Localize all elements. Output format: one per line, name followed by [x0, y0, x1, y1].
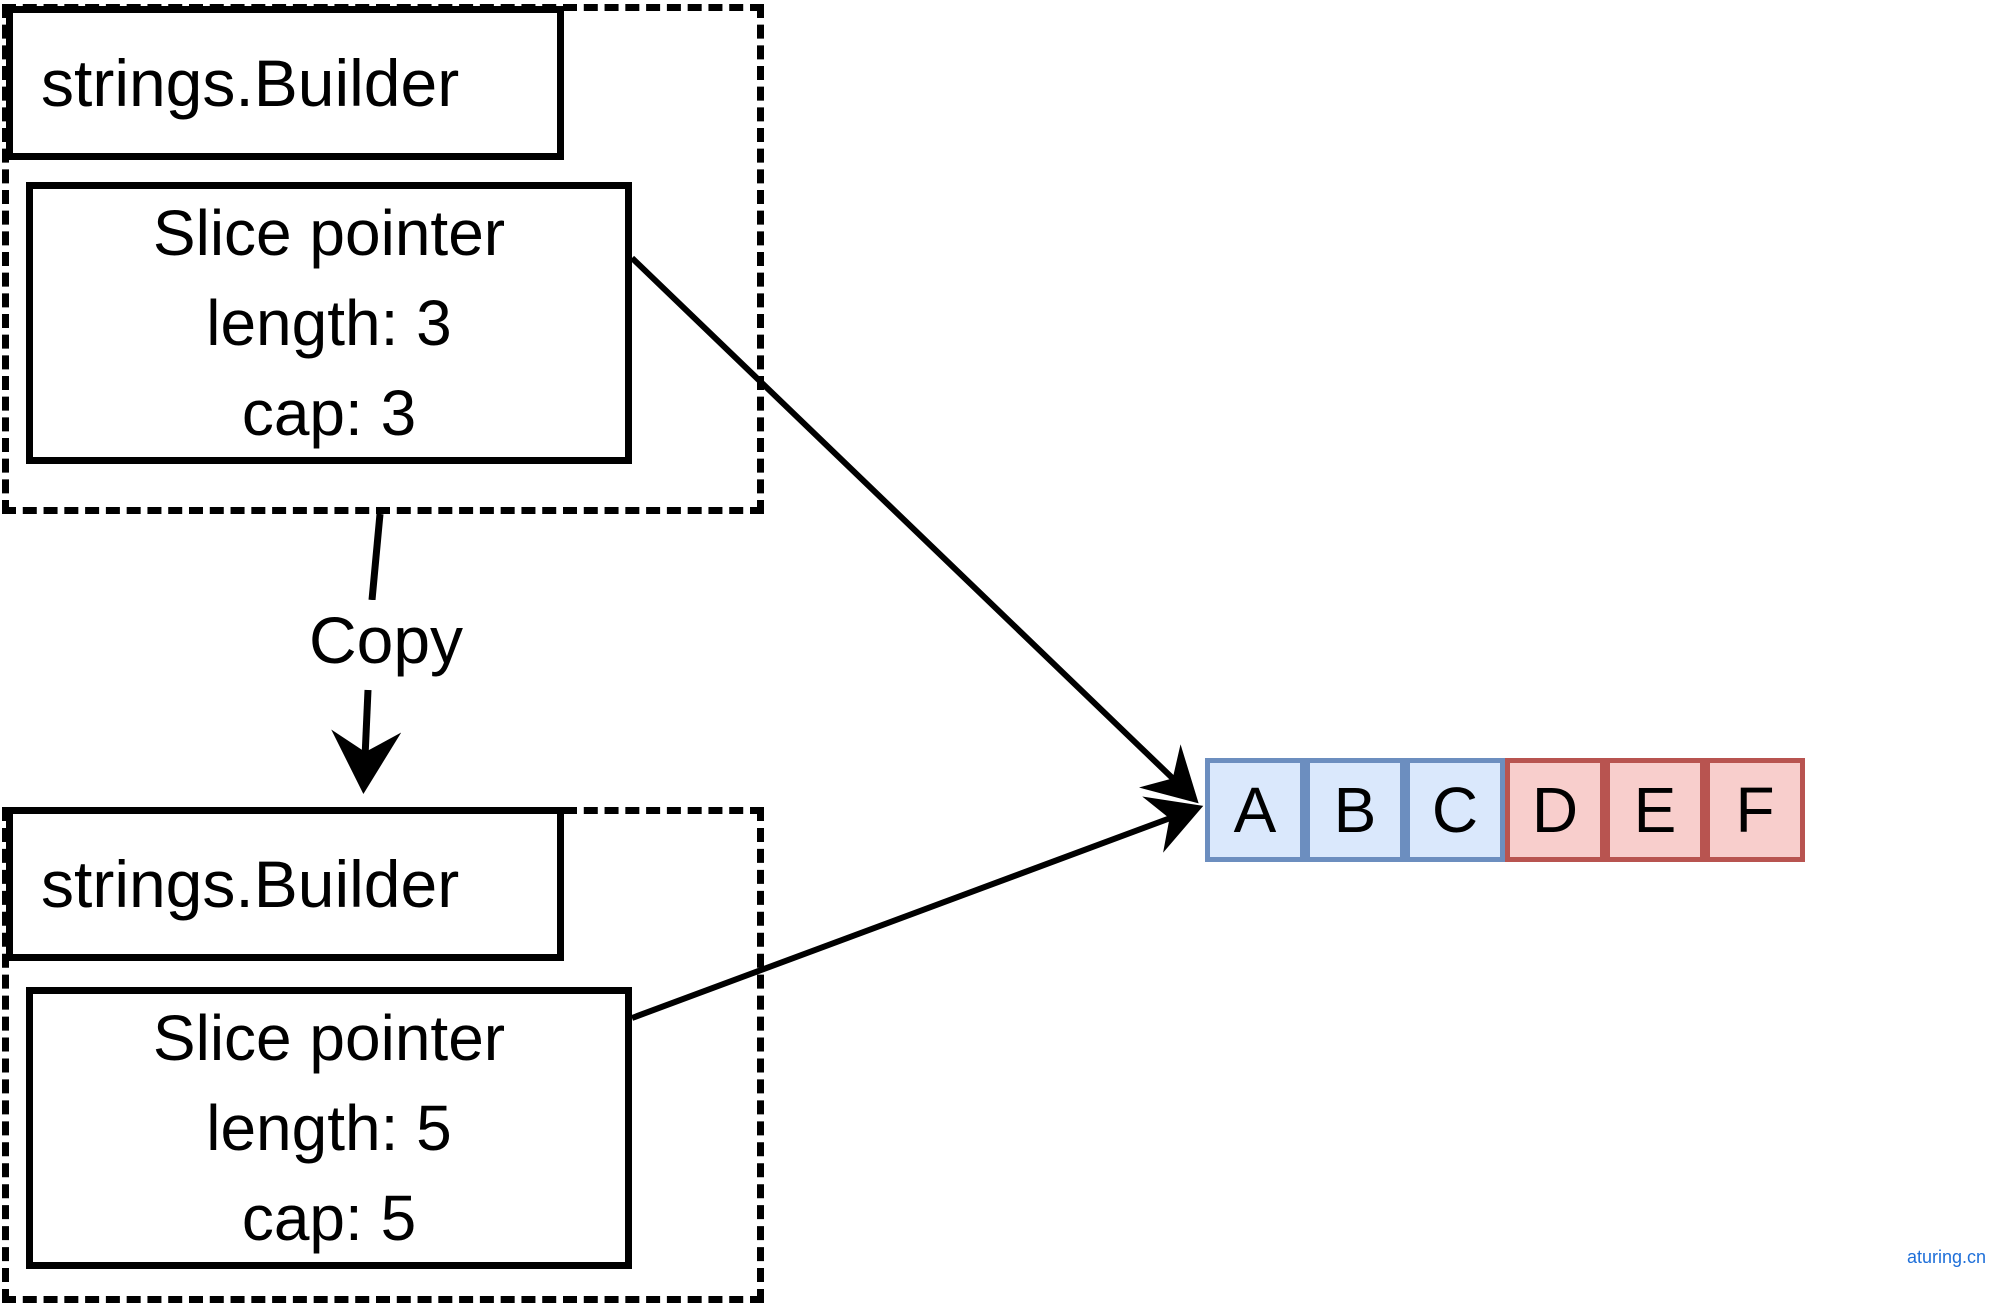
builder-bottom-title-box: strings.Builder	[6, 807, 564, 961]
copy-label: Copy	[286, 600, 486, 680]
watermark: aturing.cn	[1906, 1247, 1986, 1267]
array-cell-c: C	[1405, 758, 1505, 862]
builder-top-slice-pointer: Slice pointer	[152, 197, 506, 269]
builder-bottom-cap: cap: 5	[241, 1182, 417, 1254]
array-cell-b: B	[1305, 758, 1405, 862]
array-cell-e: E	[1605, 758, 1705, 862]
builder-bottom-slice-pointer: Slice pointer	[152, 1002, 506, 1074]
top-pointer-arrow	[629, 255, 1199, 804]
builder-top-title: strings.Builder	[41, 46, 460, 120]
builder-top-title-box: strings.Builder	[6, 6, 564, 160]
builder-bottom-title: strings.Builder	[41, 847, 460, 921]
bottom-pointer-arrow	[630, 796, 1204, 1021]
builder-top-length: length: 3	[206, 287, 452, 359]
builder-bottom-slice-box: Slice pointer length: 5 cap: 5	[26, 987, 632, 1269]
copy-connector-line	[368, 513, 384, 601]
copy-arrow	[331, 689, 402, 794]
builder-top-slice-box: Slice pointer length: 3 cap: 3	[26, 182, 632, 464]
builder-bottom-length: length: 5	[206, 1092, 452, 1164]
array-cell-d: D	[1505, 758, 1605, 862]
array-cell-a: A	[1205, 758, 1305, 862]
builder-top-cap: cap: 3	[241, 377, 417, 449]
array-cell-f: F	[1705, 758, 1805, 862]
